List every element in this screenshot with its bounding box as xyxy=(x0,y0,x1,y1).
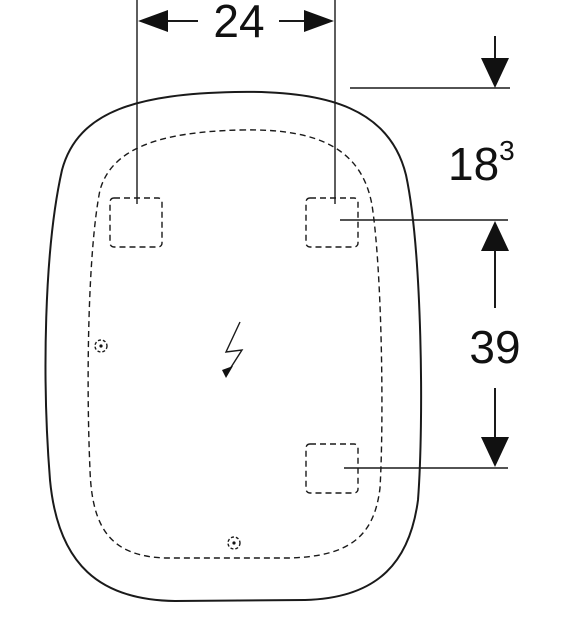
width-dimension-label: 24 xyxy=(213,0,264,47)
inner-dashed-outline xyxy=(87,129,383,559)
mount-pad-top-right xyxy=(305,197,359,248)
depth-dimension-base: 18 xyxy=(448,138,499,190)
spacing-dimension-arrows xyxy=(481,221,509,467)
lightning-bolt-icon xyxy=(222,321,244,378)
screw-point-icon xyxy=(94,339,108,353)
mirror-outline xyxy=(44,90,423,603)
depth-dimension-sup: 3 xyxy=(499,135,515,166)
mount-pad-top-left xyxy=(109,197,163,248)
spacing-dimension-label: 39 xyxy=(469,321,520,373)
screw-point-icon xyxy=(227,536,241,550)
depth-dimension-arrow xyxy=(481,36,509,88)
depth-dimension-label: 183 xyxy=(448,135,515,190)
width-dimension-arrows xyxy=(138,10,334,32)
